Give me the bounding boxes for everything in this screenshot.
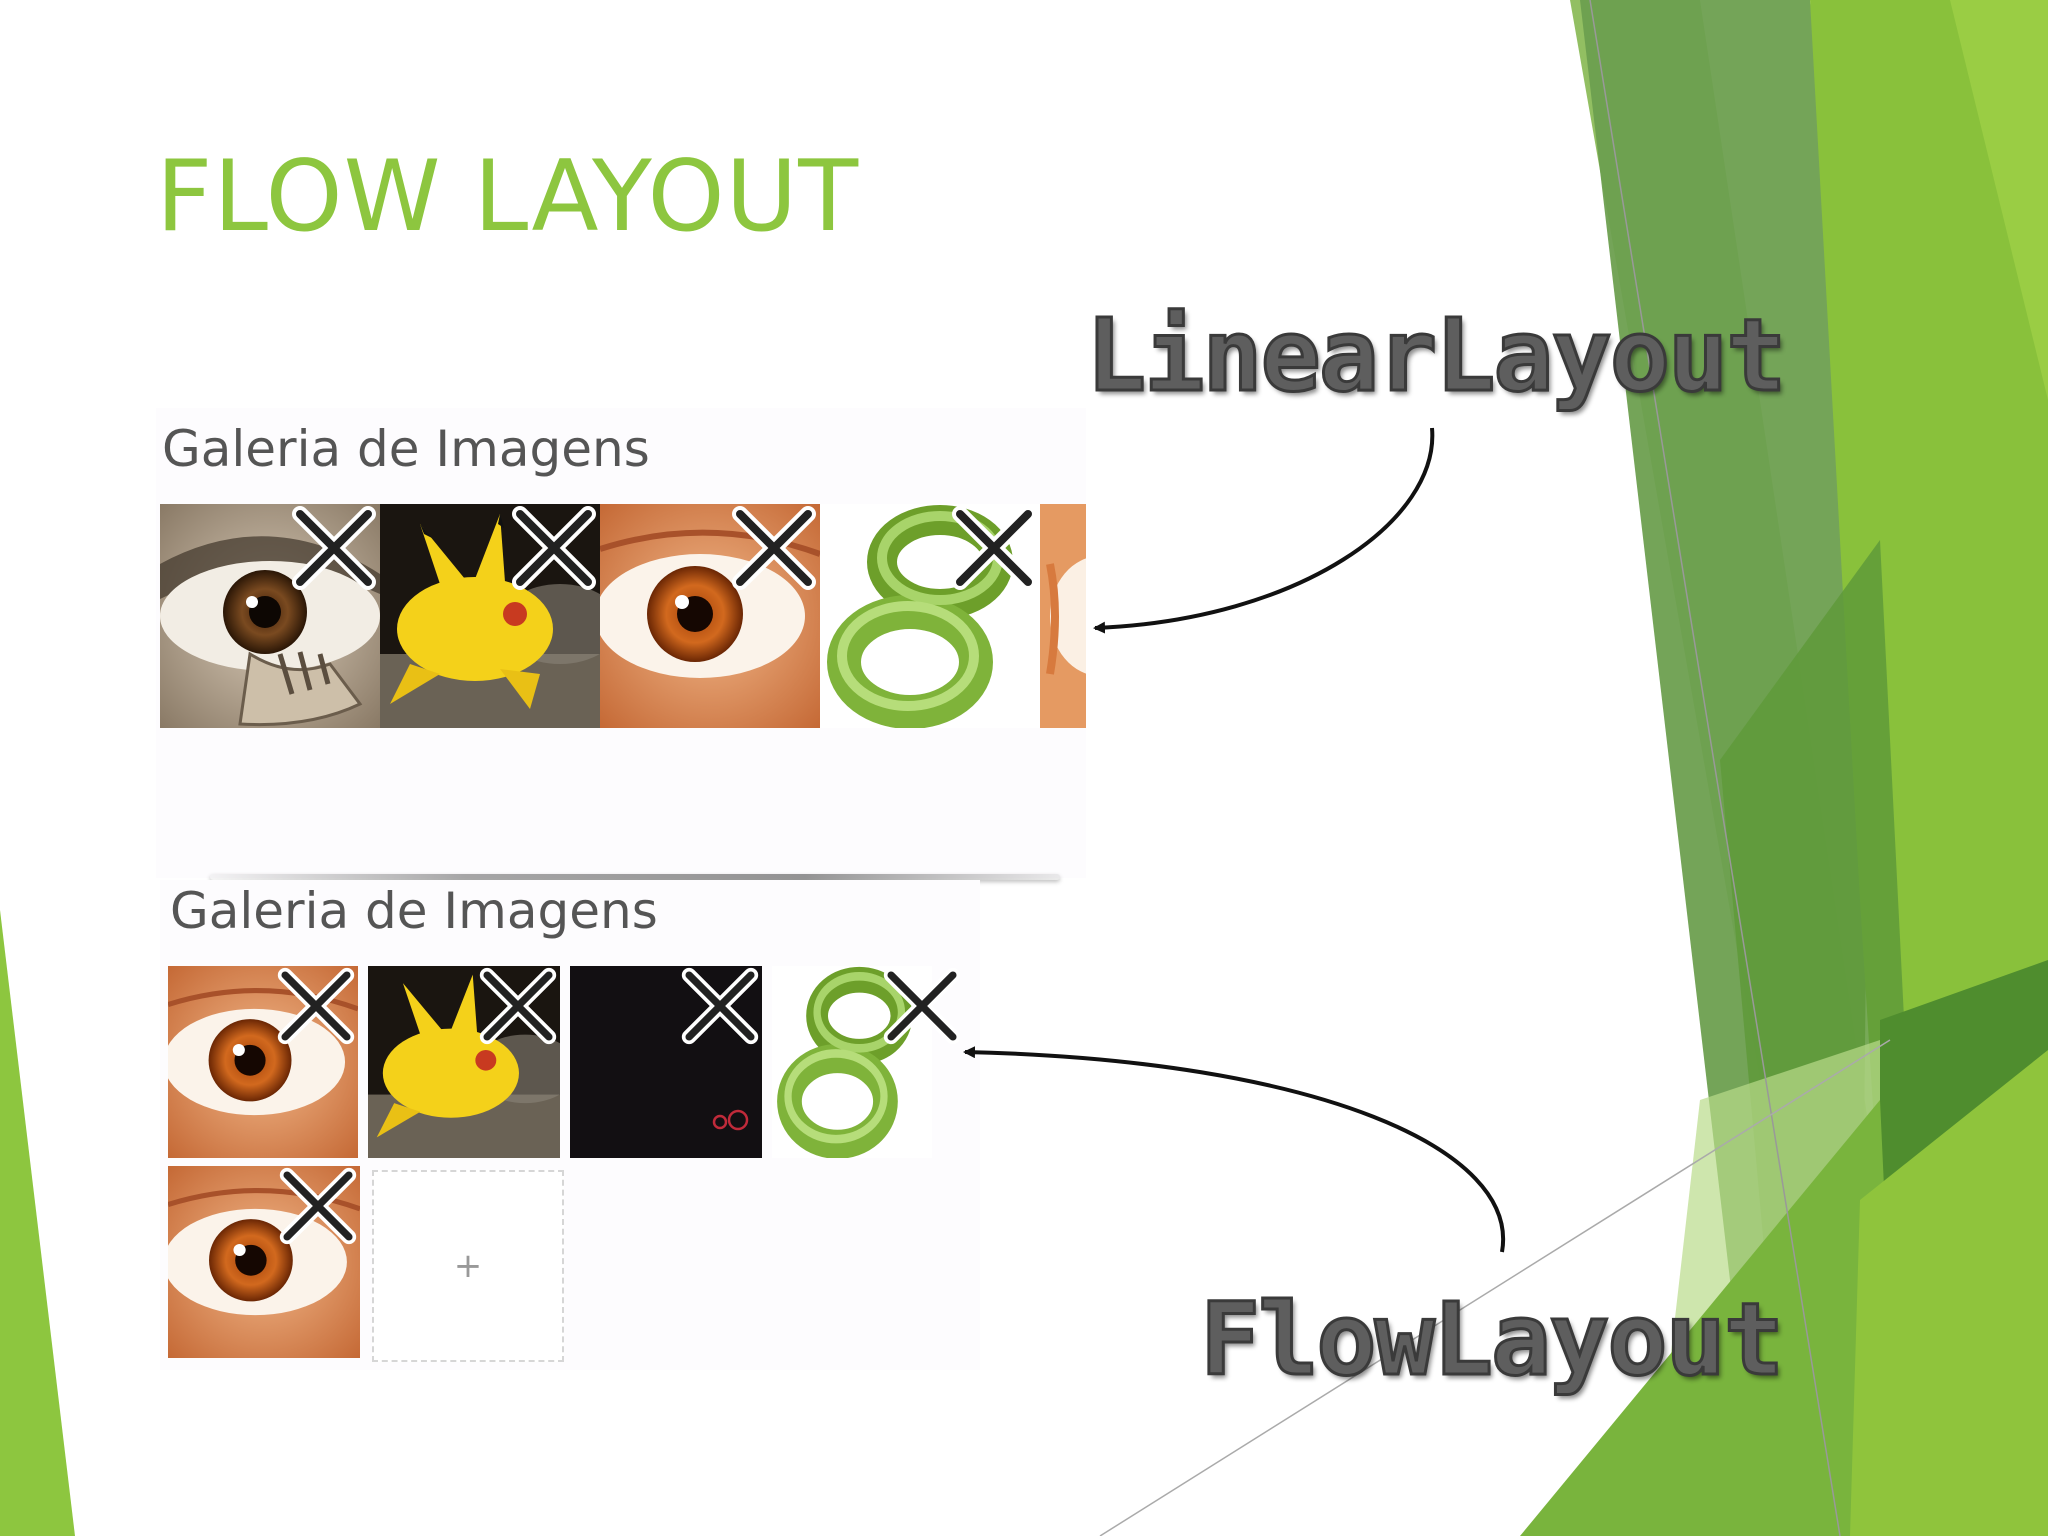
deco-line bbox=[1099, 1039, 1891, 1536]
thumbnail-green-knot[interactable] bbox=[772, 966, 932, 1158]
close-icon[interactable] bbox=[730, 504, 818, 592]
close-icon[interactable] bbox=[510, 504, 598, 592]
thumbnail-orange-eye-partial[interactable] bbox=[1040, 504, 1086, 728]
thumbnail-orange-eye[interactable] bbox=[600, 504, 820, 728]
thumbnail-orange-eye[interactable] bbox=[168, 1166, 360, 1358]
green-knot-image bbox=[820, 504, 1040, 728]
deco-shape bbox=[1950, 0, 2048, 400]
dark-image bbox=[570, 966, 762, 1158]
deco-shape bbox=[1850, 1050, 2048, 1536]
slide-title: FLOW LAYOUT bbox=[156, 140, 860, 254]
orange-eye-image-partial bbox=[1040, 504, 1086, 728]
gallery-title: Galeria de Imagens bbox=[170, 882, 658, 940]
close-icon[interactable] bbox=[680, 966, 760, 1046]
close-icon[interactable] bbox=[290, 504, 378, 592]
close-icon[interactable] bbox=[882, 966, 962, 1046]
add-image-button[interactable]: + bbox=[372, 1170, 564, 1362]
flow-layout-callout: FlowLayout bbox=[1198, 1281, 1785, 1398]
thumbnail-green-knot[interactable] bbox=[820, 504, 1040, 728]
orange-eye-image bbox=[168, 1166, 360, 1358]
thumbnail-pikachu[interactable] bbox=[368, 966, 560, 1158]
pikachu-image bbox=[368, 966, 560, 1158]
linear-layout-callout: LinearLayout bbox=[1084, 297, 1787, 414]
divider bbox=[210, 874, 1060, 880]
deco-line bbox=[1589, 0, 1841, 1536]
close-icon[interactable] bbox=[278, 1166, 358, 1246]
green-knot-image bbox=[772, 966, 932, 1158]
deco-shape bbox=[0, 910, 75, 1536]
flow-layout-screenshot: Galeria de Imagens bbox=[160, 880, 980, 1370]
close-icon[interactable] bbox=[276, 966, 356, 1046]
linear-layout-screenshot: Galeria de Imagens bbox=[156, 408, 1086, 878]
close-icon[interactable] bbox=[478, 966, 558, 1046]
close-icon[interactable] bbox=[950, 504, 1038, 592]
deco-shape bbox=[1520, 1100, 1900, 1536]
gallery-title: Galeria de Imagens bbox=[162, 420, 650, 478]
orange-eye-image bbox=[600, 504, 820, 728]
thumbnail-dark[interactable] bbox=[570, 966, 762, 1158]
